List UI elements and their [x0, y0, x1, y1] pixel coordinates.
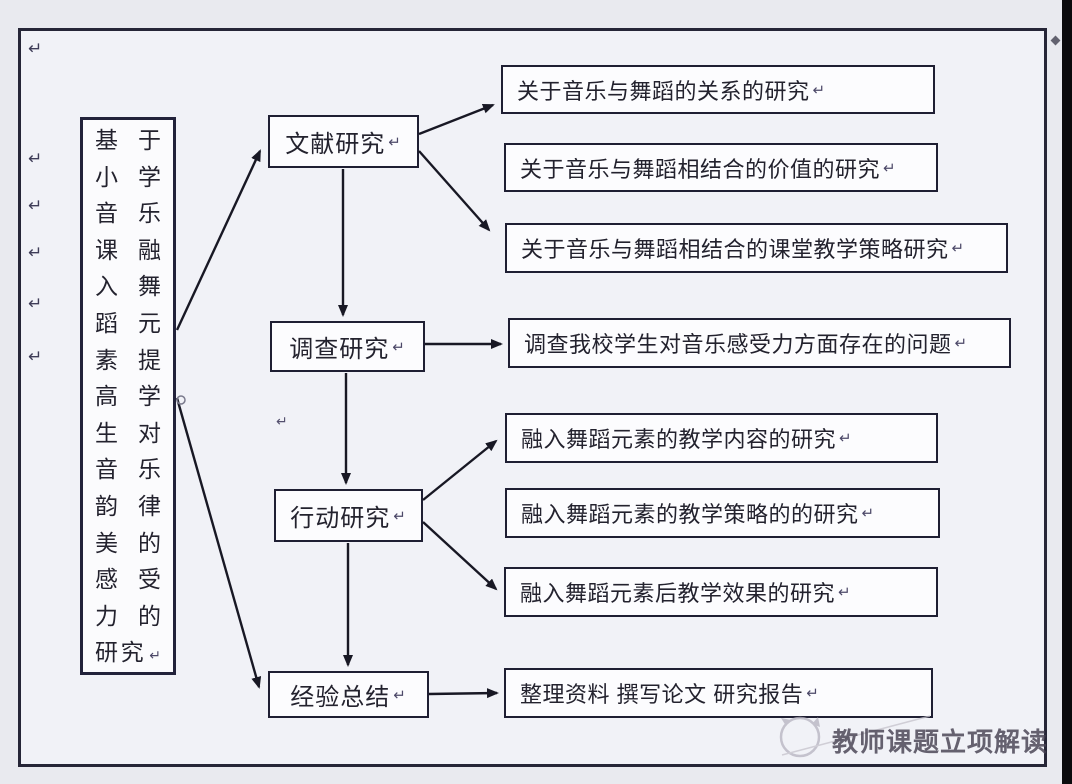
paragraph-mark: ↵	[883, 159, 897, 177]
box-label: 关于音乐与舞蹈相结合的价值的研究	[520, 156, 881, 182]
watermark-text: 教师课题立项解读	[832, 727, 1049, 757]
box-label: 关于音乐与舞蹈相结合的课堂教学策略研究	[521, 237, 949, 262]
topic-box-student-problems-survey: 调查我校学生对音乐感受力方面存在的问题↵	[508, 318, 1011, 368]
box-label: 行动研究	[290, 505, 391, 532]
screen-edge-strip	[1062, 0, 1072, 784]
paragraph-mark: ↵	[951, 240, 965, 257]
topic-box-teaching-content: 融入舞蹈元素的教学内容的研究↵	[505, 413, 938, 463]
box-label: 文献研究	[285, 131, 386, 158]
paragraph-mark: ↵	[954, 335, 968, 352]
box-label: 融入舞蹈元素的教学策略的的研究	[521, 502, 859, 527]
method-box-experience-summary: 经验总结↵	[268, 671, 429, 718]
paragraph-mark: ↵	[28, 243, 43, 262]
method-box-action-research: 行动研究↵	[274, 489, 423, 542]
box-label: 整理资料 撰写论文 研究报告	[520, 682, 804, 707]
box-label: 经验总结	[290, 684, 391, 711]
paragraph-mark: ↵	[839, 430, 853, 447]
paragraph-mark: ↵	[28, 39, 43, 58]
paragraph-mark: ↵	[393, 507, 407, 525]
method-box-survey-research: 调查研究↵	[270, 321, 425, 372]
box-label: 调查我校学生对音乐感受力方面存在的问题	[524, 332, 952, 357]
paragraph-mark: ↵	[392, 338, 406, 356]
topic-box-teaching-effect: 融入舞蹈元素后教学效果的研究↵	[504, 567, 938, 617]
paragraph-mark: ↵	[393, 686, 407, 704]
research-title-box: 基于小学音乐课融入舞蹈元素提高学生对音乐韵律美的感受力的研究↵	[80, 117, 176, 675]
box-label: 融入舞蹈元素的教学内容的研究	[521, 427, 837, 452]
box-label: 调查研究	[289, 336, 390, 363]
paragraph-mark: ↵	[28, 294, 43, 313]
anchor-diamond-marker	[1050, 35, 1061, 46]
paragraph-mark: ↵	[838, 584, 852, 601]
paragraph-mark: ↵	[28, 347, 43, 366]
paragraph-mark: ↵	[861, 505, 875, 522]
paragraph-mark: ↵	[812, 81, 826, 99]
topic-box-summary-outputs: 整理资料 撰写论文 研究报告↵	[504, 668, 933, 718]
topic-box-teaching-strategy: 关于音乐与舞蹈相结合的课堂教学策略研究↵	[505, 223, 1008, 273]
paragraph-mark: ↵	[28, 149, 43, 168]
paragraph-mark: ↵	[276, 413, 288, 429]
research-title-text: 基于小学音乐课融入舞蹈元素提高学生对音乐韵律美的感受力的研究	[95, 127, 161, 666]
paragraph-mark: ↵	[149, 647, 161, 664]
paragraph-mark: ↵	[28, 196, 43, 215]
topic-box-teaching-strategies: 融入舞蹈元素的教学策略的的研究↵	[505, 488, 940, 538]
paragraph-mark: ↵	[388, 133, 402, 151]
box-label: 融入舞蹈元素后教学效果的研究	[520, 581, 836, 606]
topic-box-combination-value: 关于音乐与舞蹈相结合的价值的研究↵	[504, 143, 938, 192]
box-label: 关于音乐与舞蹈的关系的研究	[517, 78, 810, 104]
topic-box-music-dance-relation: 关于音乐与舞蹈的关系的研究↵	[501, 65, 935, 114]
paragraph-mark: ↵	[806, 685, 820, 702]
method-box-literature-research: 文献研究↵	[268, 115, 419, 168]
